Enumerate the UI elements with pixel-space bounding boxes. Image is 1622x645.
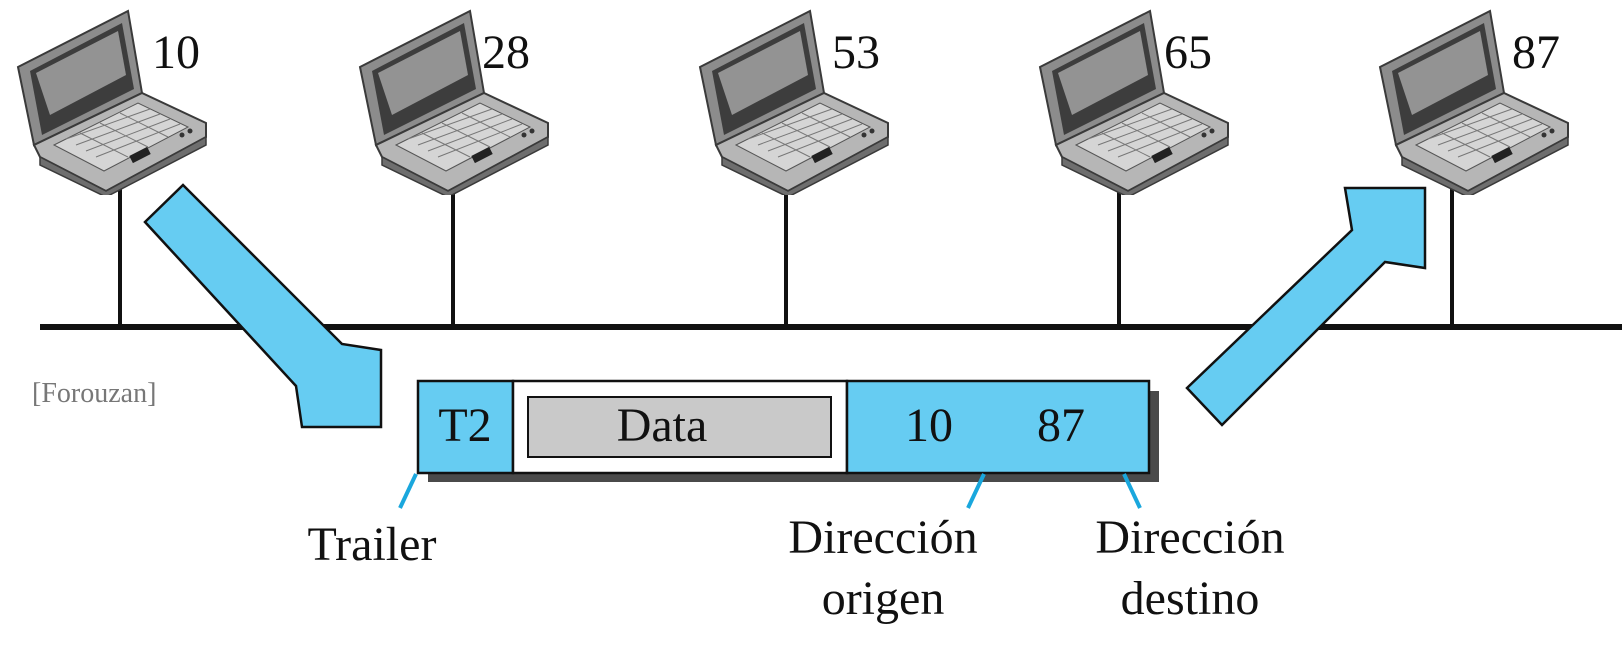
arrow-down-right-icon: [143, 183, 383, 429]
citation-text: [Forouzan]: [32, 378, 156, 409]
station-label-2: 28: [482, 26, 530, 79]
station-label-5: 87: [1512, 26, 1560, 79]
station-label-4: 65: [1164, 26, 1212, 79]
destination-callout-label-line1: Dirección: [1095, 511, 1284, 564]
trailer-callout-label: Trailer: [308, 518, 437, 571]
arrow-up-right-icon: [1185, 186, 1427, 427]
source-address-value: 10: [905, 399, 953, 452]
station-label-3: 53: [832, 26, 880, 79]
destination-callout-label-line2: destino: [1121, 572, 1260, 625]
station-drops: [118, 180, 1454, 327]
destination-callout-line: [1122, 473, 1142, 509]
source-callout-line: [966, 473, 986, 509]
trailer-field-label: T2: [438, 399, 491, 452]
source-callout-label-line1: Dirección: [788, 511, 977, 564]
source-callout-label-line2: origen: [822, 572, 945, 625]
station-label-1: 10: [152, 26, 200, 79]
trailer-callout-line: [398, 473, 418, 509]
address-fields: [845, 379, 1151, 475]
data-field: [527, 396, 832, 458]
destination-address-value: 87: [1037, 399, 1085, 452]
frame: [416, 379, 1151, 475]
data-field-label: Data: [617, 399, 708, 452]
